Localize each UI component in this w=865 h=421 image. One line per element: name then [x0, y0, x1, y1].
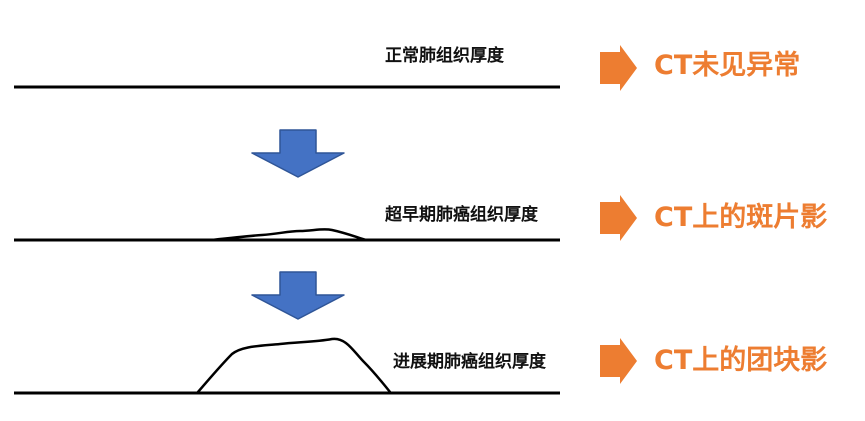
advanced-lesion-outline: [196, 337, 392, 394]
early-lesion-outline: [210, 228, 368, 242]
result-text-normal: CT未见异常: [654, 50, 801, 81]
tissue-label-normal: 正常肺组织厚度: [385, 46, 504, 66]
result-arrow-1: [600, 45, 637, 91]
result-arrow-2: [600, 195, 637, 241]
result-arrow-3: [600, 338, 637, 384]
result-text-early: CT上的斑片影: [654, 202, 828, 233]
down-arrow-1: [251, 129, 345, 178]
down-arrow-2: [251, 271, 345, 320]
tissue-label-advanced: 进展期肺癌组织厚度: [393, 352, 546, 372]
result-text-advanced: CT上的团块影: [654, 345, 828, 376]
tissue-label-early: 超早期肺癌组织厚度: [385, 205, 538, 225]
